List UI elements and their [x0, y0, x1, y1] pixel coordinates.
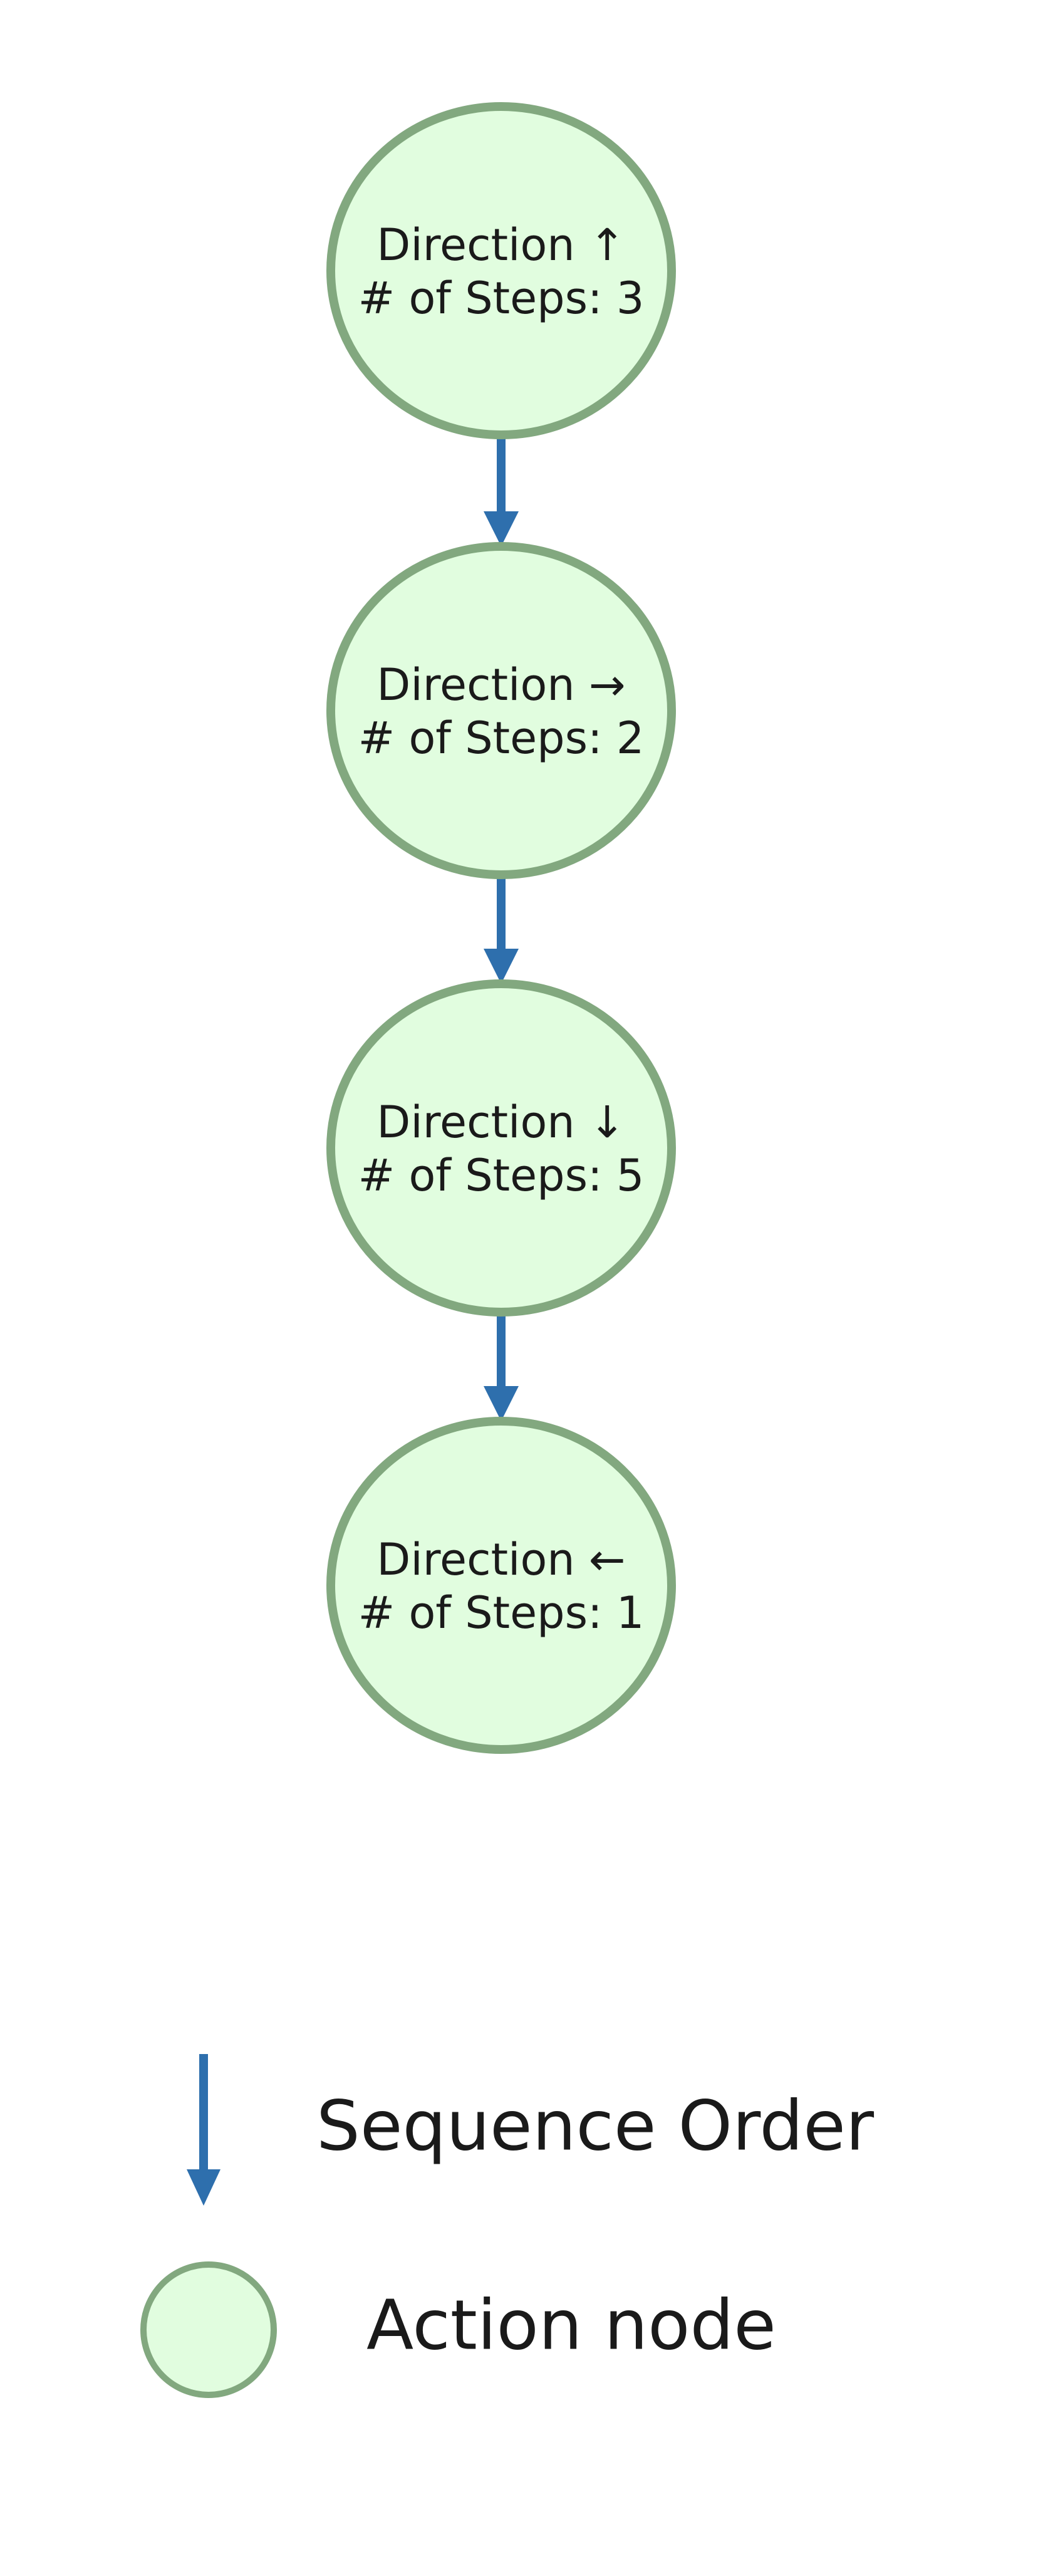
- sequence-arrow: [484, 435, 519, 546]
- node-steps-label: # of Steps: 1: [358, 1587, 645, 1639]
- action-node: Direction → # of Steps: 2: [326, 542, 676, 879]
- sequence-arrow: [484, 1312, 519, 1421]
- node-steps-label: # of Steps: 5: [358, 1150, 645, 1201]
- action-node-circle: [326, 102, 676, 439]
- sequence-arrow-head: [484, 949, 519, 984]
- node-direction-label: Direction ←: [376, 1534, 625, 1585]
- legend-node-icon: [140, 2261, 277, 2398]
- legend-arrow-icon: [187, 2054, 221, 2206]
- legend-sequence-entry: Sequence Order: [187, 2054, 875, 2206]
- action-node: Direction ← # of Steps: 1: [326, 1417, 676, 1754]
- legend-sequence-label: Sequence Order: [316, 2085, 875, 2166]
- legend-node-entry: Action node: [140, 2261, 776, 2398]
- legend: Sequence Order Action node: [140, 2054, 875, 2398]
- action-node: Direction ↑ # of Steps: 3: [326, 102, 676, 439]
- node-steps-label: # of Steps: 3: [358, 273, 645, 324]
- sequence-edges: [484, 435, 519, 1421]
- legend-node-label: Action node: [366, 2285, 776, 2365]
- action-node: Direction ↓ # of Steps: 5: [326, 979, 676, 1317]
- node-direction-label: Direction ↑: [376, 219, 625, 271]
- sequence-arrow: [484, 875, 519, 984]
- node-direction-label: Direction ↓: [376, 1097, 625, 1148]
- node-direction-label: Direction →: [376, 659, 625, 711]
- action-nodes: Direction ↑ # of Steps: 3 Direction → # …: [326, 102, 676, 1754]
- action-node-circle: [326, 1417, 676, 1754]
- sequence-arrow-head: [484, 1386, 519, 1421]
- node-steps-label: # of Steps: 2: [358, 712, 645, 764]
- action-node-circle: [326, 979, 676, 1317]
- action-node-circle: [326, 542, 676, 879]
- sequence-arrow-head: [484, 511, 519, 546]
